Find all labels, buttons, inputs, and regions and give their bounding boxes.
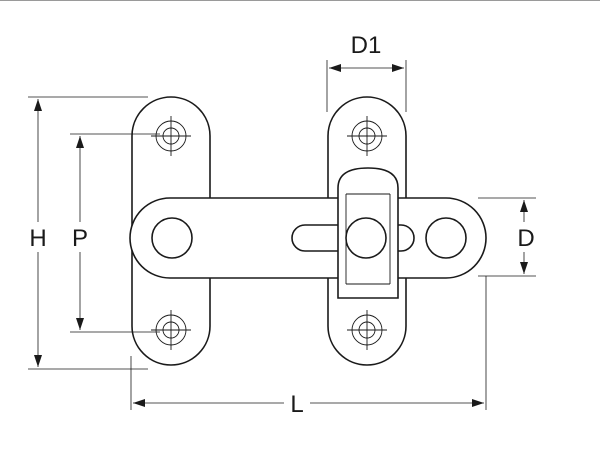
- dimension-d: D: [478, 197, 540, 277]
- dimension-h: H: [24, 96, 148, 370]
- right-bottom-screw-hole-icon: [347, 310, 387, 350]
- dimension-label-p: P: [72, 225, 88, 252]
- dimension-label-h: H: [29, 225, 46, 252]
- right-top-screw-hole-icon: [347, 116, 387, 156]
- bar-right-hole: [425, 217, 467, 259]
- top-border: [0, 0, 600, 1]
- keeper-pin-hole: [345, 217, 387, 259]
- left-bottom-screw-hole-icon: [151, 310, 191, 350]
- dimension-l: L: [130, 276, 487, 418]
- dimension-p: P: [66, 133, 160, 333]
- left-top-screw-hole-icon: [151, 116, 191, 156]
- dimension-d1: D1: [326, 32, 407, 112]
- dimension-label-d: D: [517, 225, 534, 252]
- bar-left-hole: [151, 217, 193, 259]
- keeper-block: [337, 167, 399, 299]
- dimension-label-d1: D1: [351, 32, 382, 59]
- dimension-label-l: L: [290, 391, 303, 418]
- sliding-bar: [129, 197, 487, 279]
